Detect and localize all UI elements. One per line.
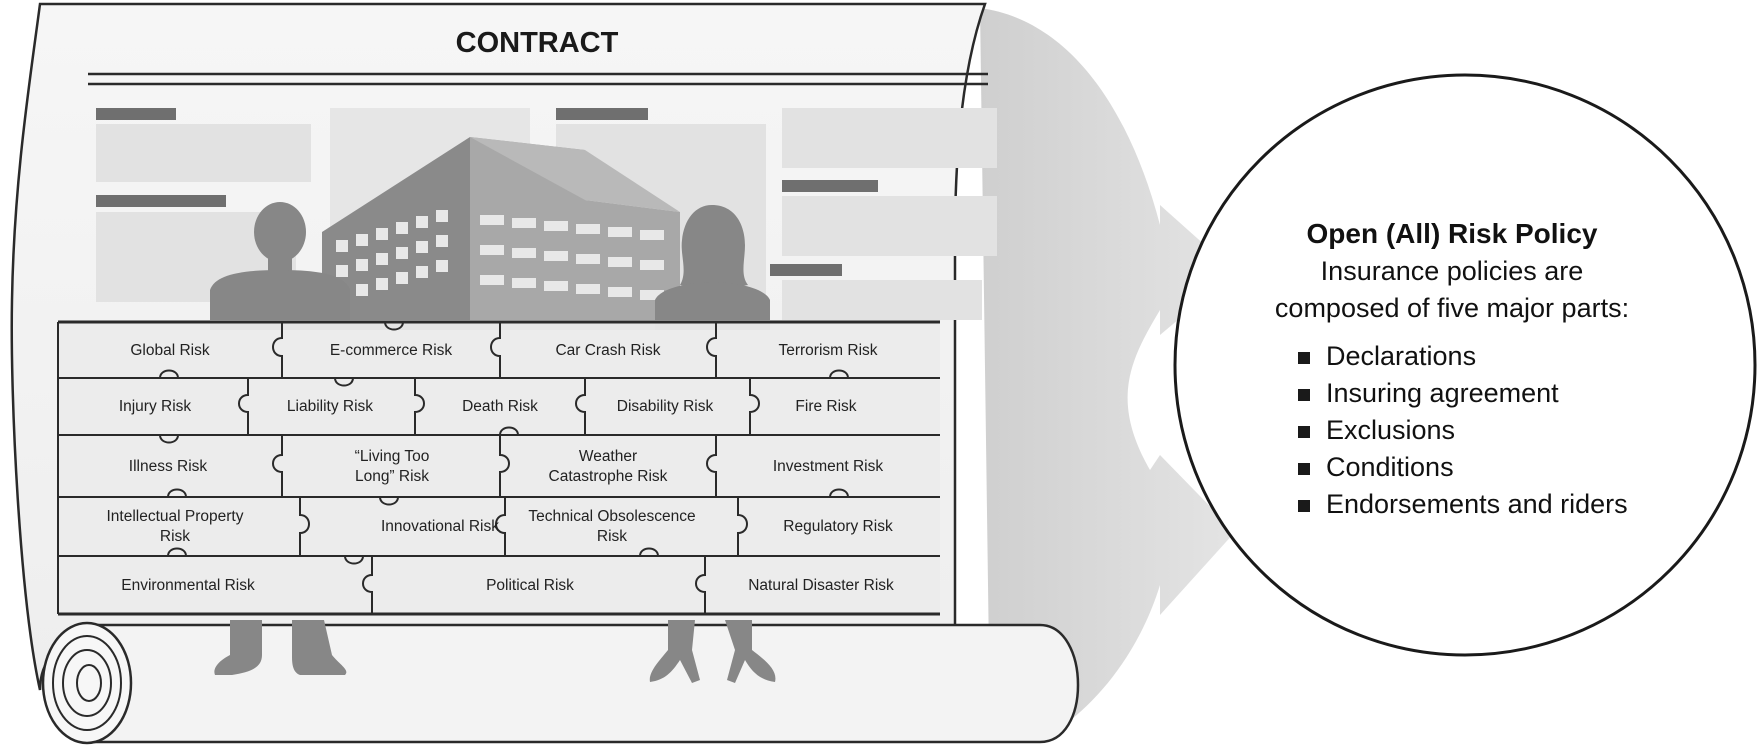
risk-cell-label: Disability Risk — [617, 398, 714, 415]
policy-subtitle-line1: Insurance policies are — [1321, 256, 1584, 286]
risk-cell-label: Investment Risk — [773, 458, 884, 475]
contract-title: CONTRACT — [456, 27, 619, 59]
policy-part-item: Conditions — [1326, 452, 1454, 482]
risk-cell-label: Political Risk — [486, 577, 574, 594]
policy-part-item: Insuring agreement — [1326, 378, 1559, 408]
bullet-square-icon — [1298, 389, 1310, 401]
risk-puzzle-grid — [57, 320, 940, 616]
risk-labels: Global Risk E-commerce Risk Car Crash Risk… — [107, 342, 895, 594]
risk-cell-label: Liability Risk — [287, 398, 373, 415]
policy-circle: Open (All) Risk Policy Insurance policie… — [1173, 73, 1757, 657]
woman-silhouette — [649, 205, 776, 683]
policy-part-item: Declarations — [1326, 341, 1476, 371]
risk-cell-label: Regulatory Risk — [783, 518, 893, 535]
risk-cell-label: Fire Risk — [795, 398, 856, 415]
policy-part-item: Endorsements and riders — [1326, 489, 1628, 519]
policy-heading: Open (All) Risk Policy — [1307, 218, 1598, 249]
risk-cell-label: Innovational Risk — [381, 518, 499, 535]
flow-arrow — [980, 8, 1235, 728]
risk-cell-label: Death Risk — [462, 398, 538, 415]
bullet-square-icon — [1298, 426, 1310, 438]
risk-cell-label: Terrorism Risk — [778, 342, 877, 359]
bullet-square-icon — [1298, 500, 1310, 512]
policy-subtitle-line2: composed of five major parts: — [1275, 293, 1629, 323]
risk-cell-label: Car Crash Risk — [555, 342, 660, 359]
scroll-roll-end — [41, 621, 133, 745]
risk-cell-label: Global Risk — [130, 342, 209, 359]
risk-cell-label: Natural Disaster Risk — [748, 577, 894, 594]
bullet-square-icon — [1298, 463, 1310, 475]
risk-cell-label: E-commerce Risk — [330, 342, 453, 359]
bullet-square-icon — [1298, 352, 1310, 364]
office-building — [322, 137, 680, 330]
risk-cell-label: Injury Risk — [119, 398, 192, 415]
risk-cell-label: Environmental Risk — [121, 577, 255, 594]
risk-cell-label: Illness Risk — [129, 458, 208, 475]
policy-part-item: Exclusions — [1326, 415, 1455, 445]
man-silhouette — [210, 202, 350, 675]
